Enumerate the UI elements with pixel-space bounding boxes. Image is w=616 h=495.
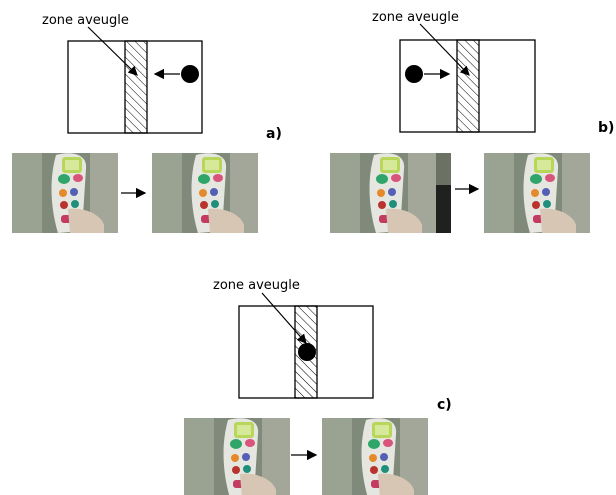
photo-before (184, 418, 290, 495)
blind-zone-strip (124, 40, 148, 134)
blind-zone-label: zone aveugle (213, 278, 300, 293)
blind-zone-label: zone aveugle (372, 10, 459, 25)
photo-after (152, 153, 258, 233)
object-dot (298, 343, 316, 361)
label-pointer (87, 26, 138, 76)
panel-label: a) (266, 126, 282, 142)
photo-after (484, 153, 590, 233)
blind-zone-strip (456, 39, 480, 133)
photo-after (322, 418, 428, 495)
object-dot (181, 65, 199, 83)
panel-label: c) (437, 397, 452, 413)
blind-zone-label: zone aveugle (42, 13, 129, 28)
panel-a: zone aveugle a) (12, 13, 282, 233)
photo-before (12, 153, 118, 233)
label-pointer (261, 292, 307, 344)
panel-c: zone aveugle c) (184, 278, 452, 495)
label-pointer (419, 23, 470, 76)
object-dot (405, 65, 423, 83)
panel-b: zone aveugle b) (330, 10, 614, 233)
panel-label: b) (598, 120, 614, 136)
photo-before (330, 153, 451, 233)
